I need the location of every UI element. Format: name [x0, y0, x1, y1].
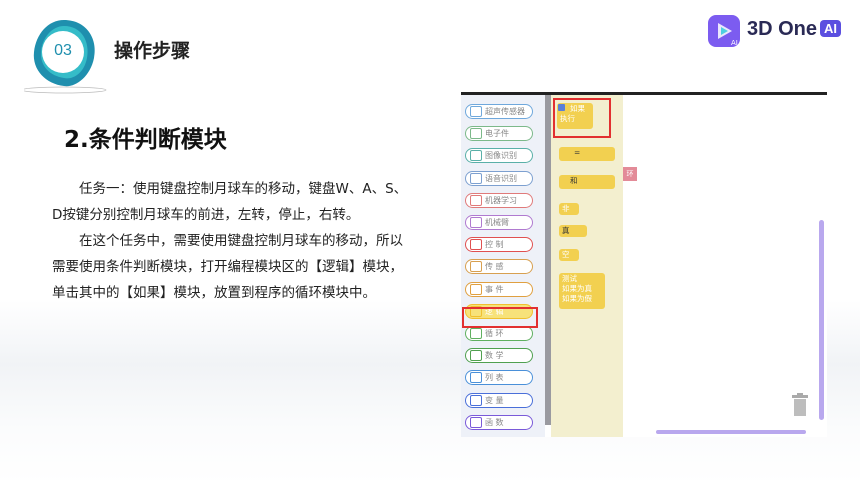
sensing-icon: [470, 261, 482, 273]
ternary-test-label: 测试: [562, 274, 577, 283]
true-block[interactable]: 真: [559, 225, 587, 237]
ternary-true-label: 如果为真: [562, 284, 592, 293]
category-item[interactable]: 传 感: [465, 259, 533, 275]
category-label: 机械臂: [485, 218, 509, 227]
section-title: 操作步骤: [114, 40, 191, 62]
logic-category-highlight: [462, 307, 538, 328]
instruction-paragraph: 在这个任务中，需要使用键盘控制月球车的移动，所以需要使用条件判断模块，打开编程模…: [52, 233, 403, 301]
category-item[interactable]: 变 量: [465, 392, 533, 408]
null-block[interactable]: 空: [559, 249, 579, 261]
category-item[interactable]: 函 数: [465, 414, 533, 430]
if-block-gear-icon: [558, 104, 565, 111]
category-label: 列 表: [485, 373, 504, 383]
logo-name: 3D One: [747, 18, 818, 40]
loop-block-fragment: 环: [623, 167, 637, 181]
category-item[interactable]: 控 制: [465, 237, 533, 253]
category-label: 控 制: [485, 240, 504, 250]
sensor-icon: [470, 106, 482, 117]
category-label: 循 环: [485, 329, 504, 338]
category-label: 超声传感器: [485, 107, 525, 116]
logo-mark-icon: AI: [708, 15, 740, 47]
body-text: 任务一：使用键盘控制月球车的移动，键盘W、A、S、D按键分别控制月球车的前进，左…: [52, 176, 412, 306]
category-label: 机器学习: [485, 195, 517, 205]
category-item[interactable]: 超声传感器: [465, 104, 533, 119]
canvas-vertical-scrollbar[interactable]: [819, 220, 824, 420]
programming-screenshot: 超声传感器电子件图像识别语音识别机器学习机械臂控 制传 感事 件逻 辑循 环数 …: [461, 92, 827, 437]
event-icon: [470, 283, 482, 295]
null-block-label: 空: [562, 250, 570, 259]
task-paragraph: 任务一：使用键盘控制月球车的移动，键盘W、A、S、D按键分别控制月球车的前进，左…: [52, 181, 408, 223]
math-icon: [470, 350, 482, 362]
compare-block[interactable]: =: [559, 147, 615, 161]
not-block-label: 非: [562, 204, 570, 213]
main-heading: 2.条件判断模块: [64, 127, 227, 153]
if-block-label: 如果: [570, 104, 585, 113]
ternary-block[interactable]: 测试 如果为真 如果为假: [559, 273, 605, 309]
category-item[interactable]: 语音识别: [465, 170, 533, 186]
ternary-false-label: 如果为假: [562, 294, 592, 303]
machine-learning-icon: [470, 194, 482, 206]
voice-recognition-icon: [470, 172, 482, 184]
category-label: 逻 辑: [485, 306, 504, 316]
category-item[interactable]: 数 学: [465, 348, 533, 364]
canvas-horizontal-scrollbar[interactable]: [656, 430, 806, 434]
category-label: 语音识别: [485, 173, 517, 183]
variable-icon: [470, 394, 482, 406]
category-label: 电子件: [485, 129, 509, 139]
category-label: 数 学: [485, 351, 504, 361]
category-item[interactable]: 循 环: [465, 326, 533, 341]
image-recognition-icon: [470, 150, 482, 162]
category-label: 图像识别: [485, 151, 517, 161]
step-badge: [24, 20, 107, 94]
robot-arm-icon: [470, 217, 482, 228]
trash-icon[interactable]: [791, 393, 809, 417]
logo-ai-badge: AI: [820, 20, 842, 37]
logo-mark-ai: AI: [731, 39, 738, 47]
not-block[interactable]: 非: [559, 203, 579, 215]
true-block-label: 真: [562, 226, 570, 235]
electronics-icon: [470, 128, 482, 140]
and-block-label: 和: [570, 176, 578, 185]
category-label: 传 感: [485, 262, 504, 272]
block-palette: 如果 执行 = 和 非 真 空 测试 如果为真 如果为假: [551, 95, 623, 437]
category-item[interactable]: 机械臂: [465, 215, 533, 230]
loop-icon: [470, 328, 482, 339]
category-item[interactable]: 电子件: [465, 126, 533, 142]
control-icon: [470, 239, 482, 251]
category-scrollbar[interactable]: [545, 95, 551, 425]
category-item[interactable]: 机器学习: [465, 192, 533, 208]
step-number: 03: [54, 42, 72, 59]
category-label: 变 量: [485, 395, 504, 405]
if-block-highlight: [553, 98, 611, 138]
logic-icon: [470, 305, 482, 317]
compare-block-label: =: [574, 148, 581, 157]
category-list: 超声传感器电子件图像识别语音识别机器学习机械臂控 制传 感事 件逻 辑循 环数 …: [461, 95, 545, 437]
category-label: 函 数: [485, 417, 504, 427]
function-icon: [470, 416, 482, 428]
category-item[interactable]: 事 件: [465, 281, 533, 297]
category-item[interactable]: 图像识别: [465, 148, 533, 164]
and-block[interactable]: 和: [559, 175, 615, 189]
category-label: 事 件: [485, 284, 504, 294]
list-icon: [470, 372, 482, 384]
if-block-do-label: 执行: [560, 114, 575, 123]
category-item[interactable]: 列 表: [465, 370, 533, 386]
